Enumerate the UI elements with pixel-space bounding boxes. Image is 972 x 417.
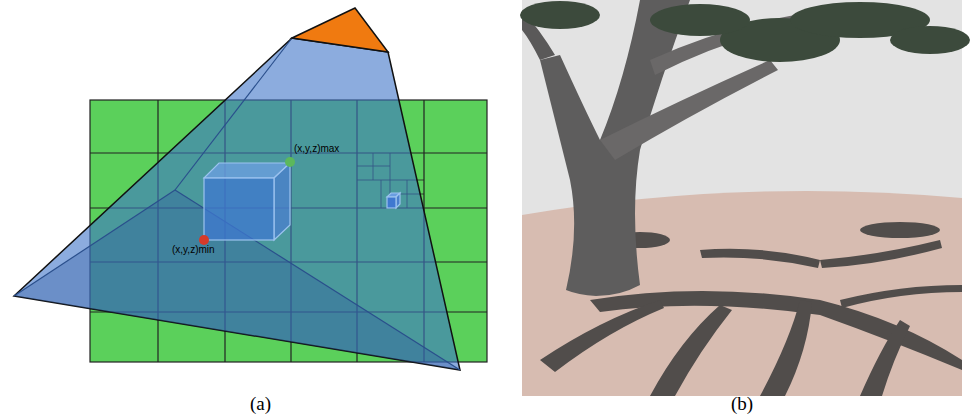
- view-frustum: [14, 8, 460, 370]
- point-label: (x,y,z)min: [172, 244, 215, 255]
- min-point: [199, 235, 209, 245]
- bounding-cube: [204, 163, 400, 240]
- tree-render: [520, 0, 970, 396]
- panel-caption: (a): [250, 393, 271, 415]
- max-point: [285, 157, 295, 167]
- panel-caption: (b): [731, 393, 753, 415]
- point-label: (x,y,z)max: [294, 143, 339, 154]
